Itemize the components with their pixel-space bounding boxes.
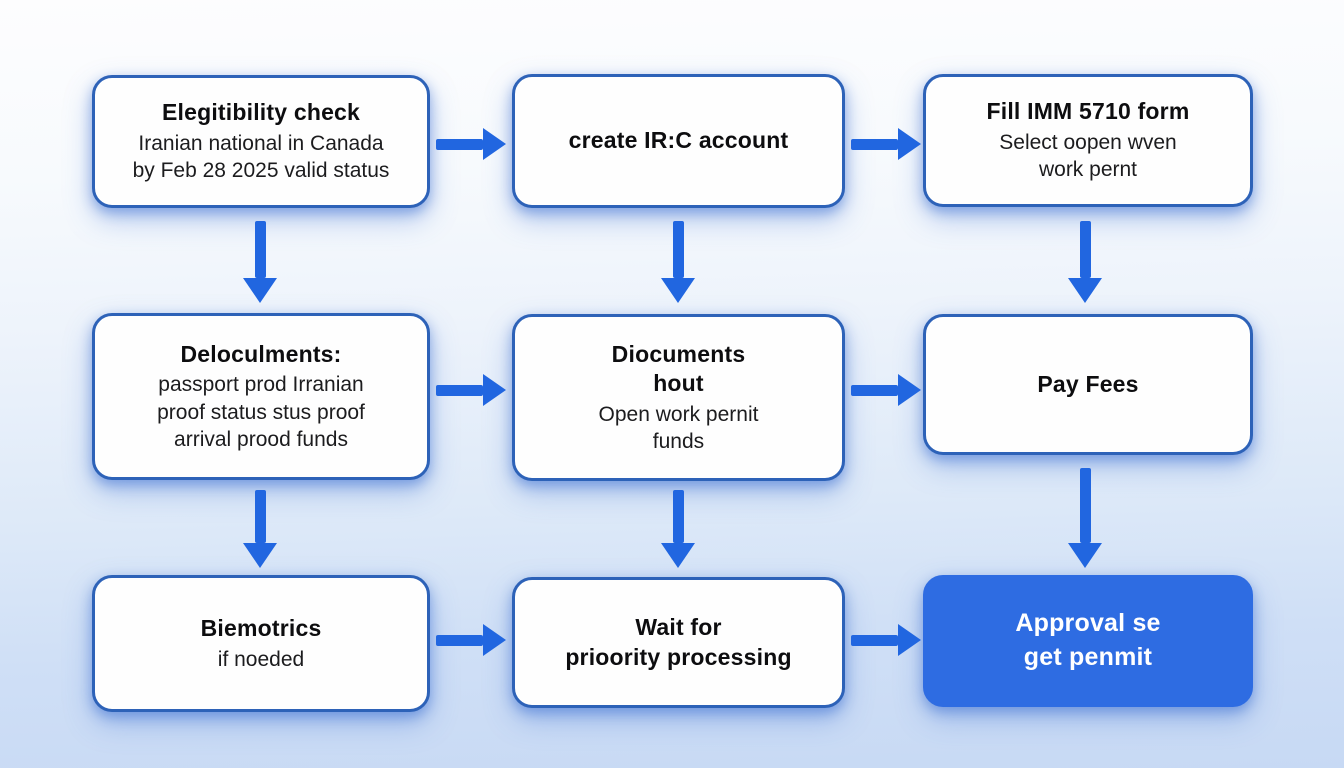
arrow-down-icon	[243, 221, 277, 303]
node-body: Open work pernit funds	[598, 402, 759, 453]
node-title: Wait for prioority processing	[565, 614, 792, 670]
flow-node-documents-about: Diocuments hout Open work pernit funds	[512, 314, 845, 481]
flow-node-create-account: create IR:C account	[512, 74, 845, 208]
node-title: create IR:C account	[568, 127, 789, 154]
flow-node-fill-imm-5710-form: Fill IMM 5710 form Select oopen wven wor…	[923, 74, 1253, 207]
arrow-down-icon	[661, 490, 695, 568]
arrow-right-icon	[436, 128, 506, 160]
flow-node-documents-list: Deloculments: passport prod Irranian pro…	[92, 313, 430, 480]
node-title: Elegitibility check	[161, 99, 361, 126]
node-title: Fill IMM 5710 form	[986, 98, 1190, 125]
node-body: Select oopen wven work pernt	[999, 130, 1177, 182]
flow-node-pay-fees: Pay Fees	[923, 314, 1253, 455]
node-title: Biemotrics	[200, 615, 322, 642]
arrow-down-icon	[243, 490, 277, 568]
flow-node-approval-get-permit: Approval se get penmit	[923, 575, 1253, 707]
flow-node-biometrics: Biemotrics if noeded	[92, 575, 430, 712]
node-title: Deloculments:	[180, 340, 342, 367]
node-title: Pay Fees	[1037, 370, 1139, 397]
arrow-down-icon	[1068, 468, 1102, 568]
arrow-right-icon	[436, 624, 506, 656]
node-title: Approval se get penmit	[1015, 609, 1161, 671]
flow-node-wait-processing: Wait for prioority processing	[512, 577, 845, 708]
node-body: passport prod Irranian proof status stus…	[157, 373, 365, 451]
arrow-down-icon	[661, 221, 695, 303]
node-title: Diocuments hout	[611, 340, 746, 397]
arrow-right-icon	[851, 374, 921, 406]
arrow-right-icon	[436, 374, 506, 406]
arrow-right-icon	[851, 624, 921, 656]
arrow-right-icon	[851, 128, 921, 160]
flow-node-eligibility-check: Elegitibility check Iranian national in …	[92, 75, 430, 208]
node-body: if noeded	[217, 647, 305, 671]
node-body: Iranian national in Canada by Feb 28 202…	[132, 131, 390, 183]
arrow-down-icon	[1068, 221, 1102, 303]
